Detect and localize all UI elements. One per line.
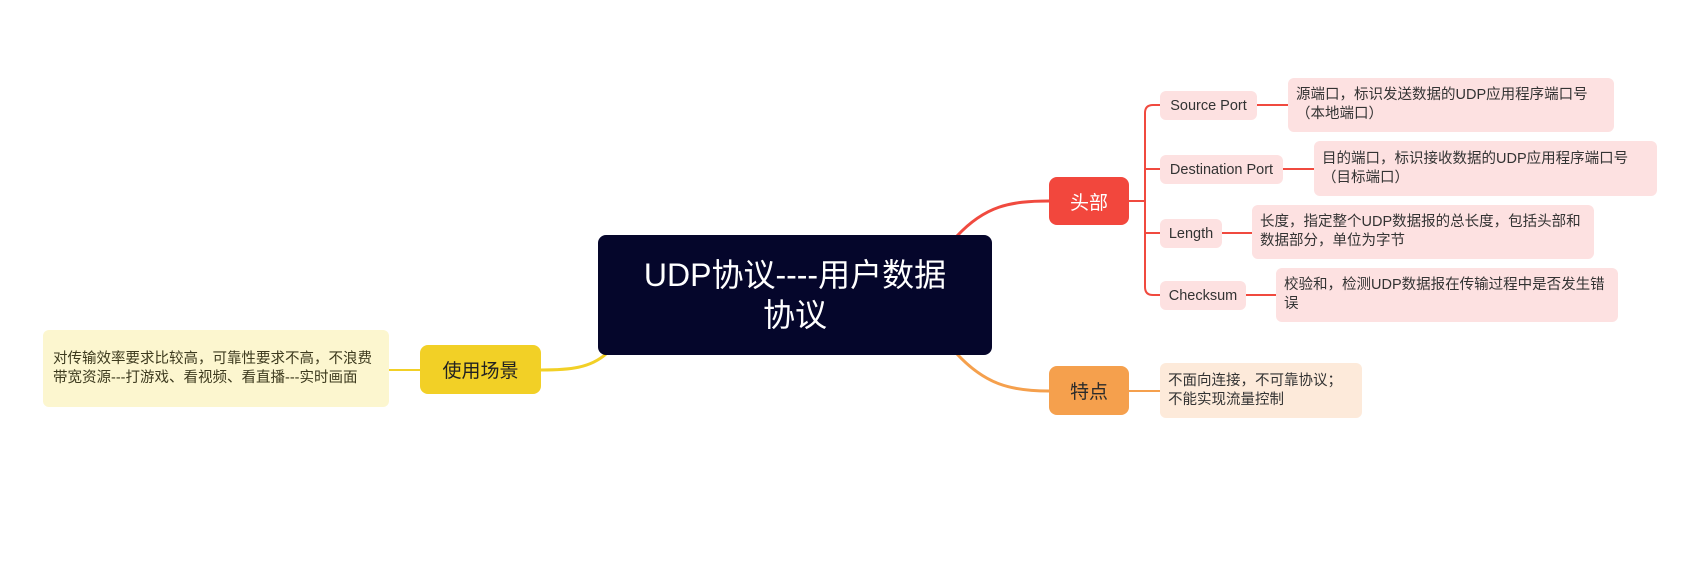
topic-features[interactable]: 特点 (1049, 366, 1129, 415)
note-features-text: 不面向连接，不可靠协议； 不能实现流量控制 (1168, 372, 1342, 408)
subtopic-length[interactable]: Length (1160, 219, 1222, 248)
note-scenarios[interactable]: 对传输效率要求比较高，可靠性要求不高，不浪费带宽资源---打游戏、看视频、看直播… (43, 330, 389, 407)
connector-central-to-header (955, 199, 1051, 238)
note-scenarios-text: 对传输效率要求比较高，可靠性要求不高，不浪费带宽资源---打游戏、看视频、看直播… (53, 350, 372, 386)
subtopic-checksum[interactable]: Checksum (1160, 281, 1246, 310)
subtopic-source-port-label: Source Port (1170, 97, 1247, 114)
subtopic-destination-port[interactable]: Destination Port (1160, 155, 1283, 184)
subtopic-checksum-label: Checksum (1168, 287, 1238, 304)
connector-central-to-features (955, 352, 1051, 393)
note-source-port[interactable]: 源端口，标识发送数据的UDP应用程序端口号（本地端口） (1288, 78, 1614, 132)
subtopic-source-port[interactable]: Source Port (1160, 91, 1257, 120)
subtopic-destination-port-label: Destination Port (1169, 161, 1274, 178)
subtopic-length-label: Length (1168, 225, 1214, 242)
note-checksum-text: 校验和，检测UDP数据报在传输过程中是否发生错误 (1284, 277, 1605, 312)
note-length[interactable]: 长度，指定整个UDP数据报的总长度，包括头部和数据部分，单位为字节 (1252, 205, 1594, 259)
central-topic[interactable]: UDP协议----用户数据协议 (598, 235, 992, 355)
note-destination-port[interactable]: 目的端口，标识接收数据的UDP应用程序端口号（目标端口） (1314, 141, 1657, 196)
connector-header-bracket (1144, 104, 1161, 296)
connector-central-to-scenarios (539, 352, 608, 372)
note-checksum[interactable]: 校验和，检测UDP数据报在传输过程中是否发生错误 (1276, 268, 1618, 322)
note-features[interactable]: 不面向连接，不可靠协议； 不能实现流量控制 (1160, 363, 1362, 418)
topic-features-label: 特点 (1069, 382, 1108, 403)
topic-scenarios[interactable]: 使用场景 (420, 345, 541, 394)
topic-header-label: 头部 (1069, 192, 1108, 214)
note-source-port-text: 源端口，标识发送数据的UDP应用程序端口号（本地端口） (1296, 87, 1588, 122)
note-length-text: 长度，指定整个UDP数据报的总长度，包括头部和数据部分，单位为字节 (1260, 214, 1581, 249)
central-topic-label: UDP协议----用户数据协议 (643, 257, 947, 333)
topic-header[interactable]: 头部 (1049, 177, 1129, 225)
topic-scenarios-label: 使用场景 (442, 361, 519, 382)
note-destination-port-text: 目的端口，标识接收数据的UDP应用程序端口号（目标端口） (1322, 150, 1629, 186)
